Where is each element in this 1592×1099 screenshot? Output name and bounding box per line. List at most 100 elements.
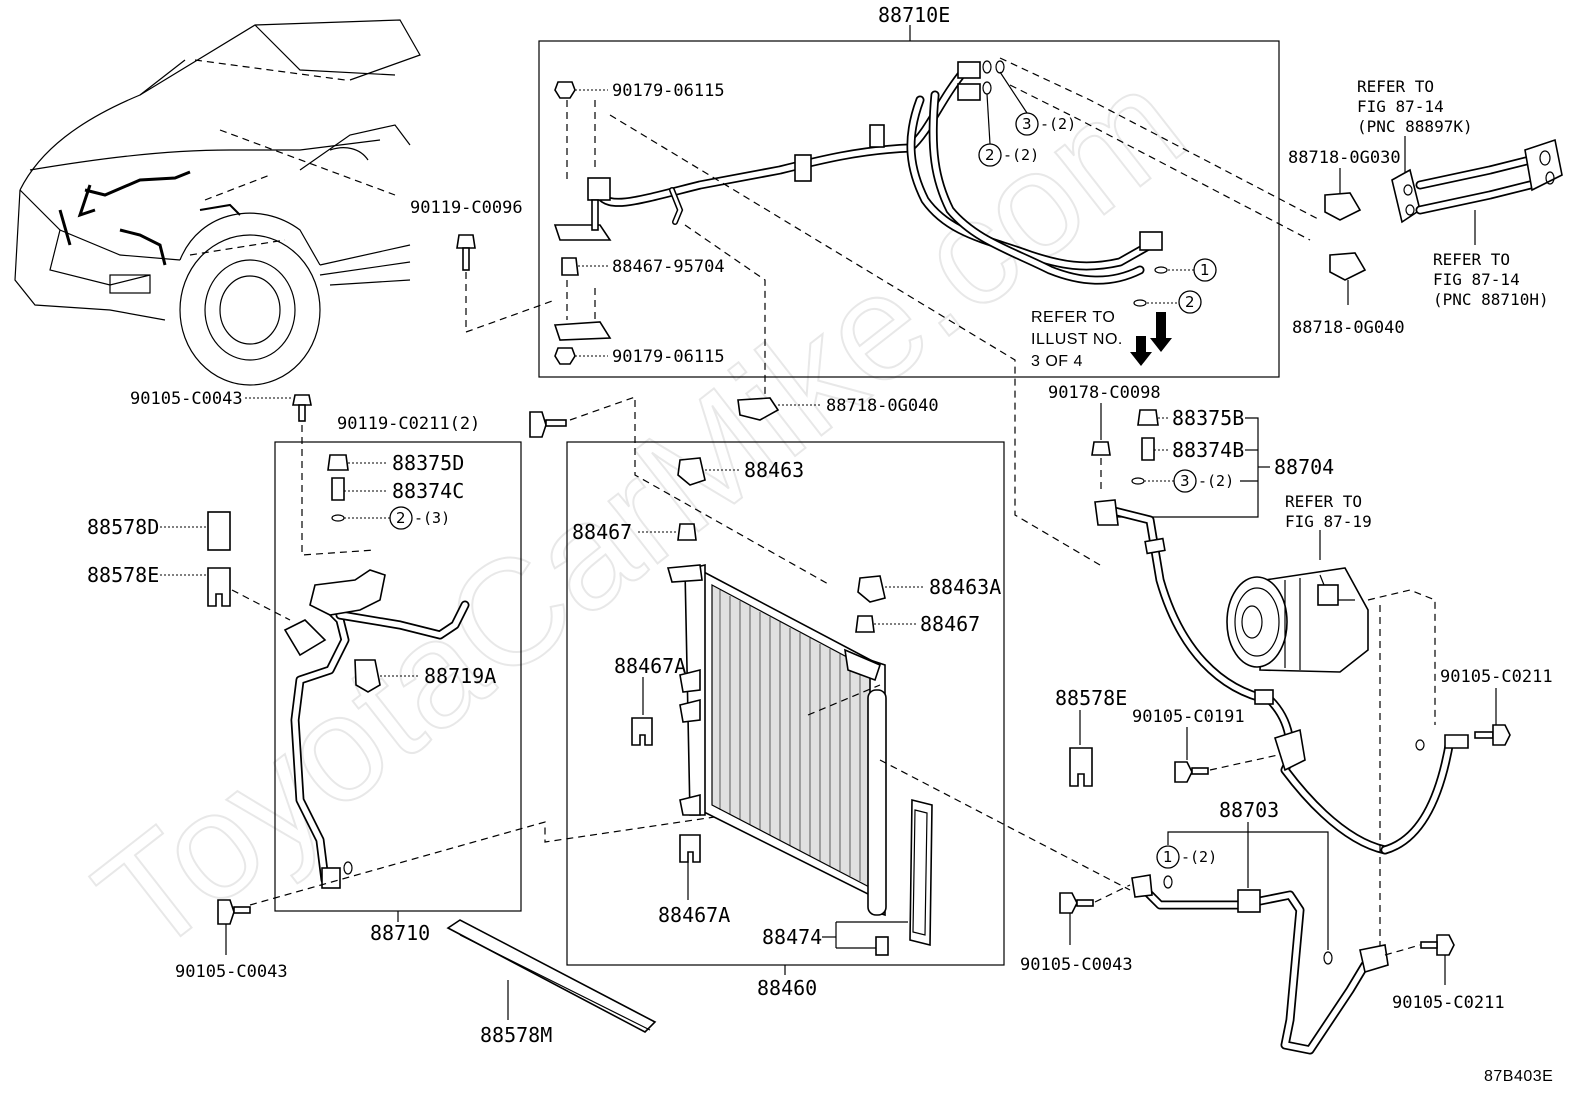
bracket-88463A	[857, 575, 886, 603]
bolt-90105-C0191	[1174, 761, 1209, 783]
bolt-90105-C0043-bl	[217, 899, 251, 925]
cushion-88467A-top	[631, 717, 653, 746]
note-88897K-1: REFER TO	[1357, 77, 1434, 96]
vehicle-illustration	[14, 19, 421, 386]
qty-3-top: -(2)	[1040, 115, 1076, 133]
compressor	[1226, 567, 1369, 673]
label-88374C: 88374C	[392, 479, 464, 503]
label-90105-C0043-bl: 90105-C0043	[175, 962, 288, 982]
ref-circle-3-mid-text: 3	[1180, 472, 1190, 490]
label-88474: 88474	[762, 925, 822, 949]
label-90105-C0043-br: 90105-C0043	[1020, 955, 1133, 975]
bolt-90105-C0043-br	[1059, 892, 1094, 914]
cap-88375D	[327, 454, 349, 471]
ref-circle-2-left-text: 2	[396, 509, 406, 527]
ref-circle-1-bot	[1156, 845, 1180, 869]
label-88578M: 88578M	[480, 1023, 552, 1047]
bolt-90105-C0043-top	[292, 394, 312, 422]
qty-2-top: -(2)	[1003, 146, 1039, 164]
liquid-hose-88703	[1131, 874, 1389, 1055]
bolt-90105-C0211-bot	[1420, 934, 1455, 956]
label-88375D: 88375D	[392, 451, 464, 475]
bracket-88463	[677, 457, 706, 486]
bracket-lower	[553, 321, 612, 341]
qty-3-mid: -(2)	[1198, 472, 1234, 490]
ref-circle-1-bot-text: 1	[1163, 848, 1173, 866]
label-90105-C0191: 90105-C0191	[1132, 707, 1245, 727]
arrow-down-1	[1130, 336, 1152, 366]
label-88467A-top: 88467A	[614, 654, 686, 678]
ref-circle-2-top-text: 2	[985, 146, 995, 164]
cushion-88578D	[207, 511, 231, 551]
desiccant-88474	[875, 936, 889, 956]
note-88710H-1: REFER TO	[1433, 250, 1510, 269]
suction-hose-88704	[1094, 499, 1469, 855]
valve-88374C	[331, 477, 345, 501]
ref-circle-1-right-text: 1	[1200, 261, 1210, 279]
note-88710H-2: FIG 87-14	[1433, 270, 1520, 289]
label-88467-a: 88467	[572, 520, 632, 544]
frame-88710E	[538, 40, 1280, 378]
nut-90179-bot	[554, 347, 576, 365]
nut-90178-C0098	[1091, 441, 1111, 456]
note-88897K-2: FIG 87-14	[1357, 97, 1444, 116]
nut-90179-top	[554, 81, 576, 99]
label-90105-C0211-bot: 90105-C0211	[1392, 993, 1505, 1013]
qty-1-bot: -(2)	[1181, 848, 1217, 866]
bolt-90105-C0211-right	[1474, 724, 1511, 746]
ref-circle-3-mid	[1173, 469, 1197, 493]
clamp-88718-0G040-right	[1329, 252, 1367, 281]
label-88460: 88460	[757, 976, 817, 1000]
label-90119-C0211: 90119-C0211(2)	[337, 414, 480, 434]
cushion-88467-95704	[561, 257, 579, 276]
figure-code: 87B403E	[1484, 1068, 1553, 1085]
ref-circle-3-top-text: 3	[1022, 115, 1032, 133]
label-88710E: 88710E	[878, 3, 950, 27]
cushion-88467-b	[855, 615, 875, 633]
cap-88375B	[1137, 409, 1159, 426]
arrow-down-2	[1150, 312, 1172, 352]
bolt-90119-C0096	[456, 234, 476, 271]
note-88897K-3: (PNC 88897K)	[1357, 117, 1473, 136]
clamp-88718-0G030	[1324, 192, 1362, 221]
label-88467-95704: 88467-95704	[612, 257, 725, 277]
seal-88578M	[446, 919, 657, 1033]
cushion-88467A-bot	[679, 834, 701, 863]
bolt-90119-C0211	[529, 411, 567, 438]
label-90105-C0211-right: 90105-C0211	[1440, 667, 1553, 687]
label-88463: 88463	[744, 458, 804, 482]
label-88467A-bot: 88467A	[658, 903, 730, 927]
label-88578D: 88578D	[87, 515, 159, 539]
label-88374B: 88374B	[1172, 438, 1244, 462]
qty-2-left: -(3)	[414, 509, 450, 527]
note-87-19-2: FIG 87-19	[1285, 512, 1372, 531]
valve-88374B	[1141, 437, 1155, 461]
note-88710H-3: (PNC 88710H)	[1433, 290, 1549, 309]
label-90179-06115-top: 90179-06115	[612, 81, 725, 101]
discharge-hose-assembly	[587, 60, 1168, 307]
ref-circle-2-right	[1178, 290, 1202, 314]
watermark: ToyotaCarMike.com	[66, 37, 1214, 985]
label-90178-C0098: 90178-C0098	[1048, 383, 1161, 403]
condenser-core	[666, 563, 887, 917]
cushion-88578E-right	[1069, 747, 1093, 787]
cushion-88578E-left	[207, 567, 231, 607]
label-88463A: 88463A	[929, 575, 1001, 599]
note-refer-illust-1: REFER TO	[1031, 309, 1115, 326]
label-88718-0G040-right: 88718-0G040	[1292, 318, 1405, 338]
bracket-upper	[553, 224, 612, 241]
label-88703: 88703	[1219, 798, 1279, 822]
switch-88719A	[354, 659, 381, 693]
label-90119-C0096: 90119-C0096	[410, 198, 523, 218]
hose-ends-refer	[1391, 138, 1563, 224]
label-88718-0G030: 88718-0G030	[1288, 148, 1401, 168]
clamp-88718-0G040-mid	[737, 397, 780, 421]
label-88718-0G040-mid: 88718-0G040	[826, 396, 939, 416]
label-88710: 88710	[370, 921, 430, 945]
cushion-88467-a	[677, 523, 697, 541]
label-88719A: 88719A	[424, 664, 496, 688]
label-88578E-left: 88578E	[87, 563, 159, 587]
label-88375B: 88375B	[1172, 406, 1244, 430]
ref-circle-2-right-text: 2	[1185, 293, 1195, 311]
note-87-19-1: REFER TO	[1285, 492, 1362, 511]
